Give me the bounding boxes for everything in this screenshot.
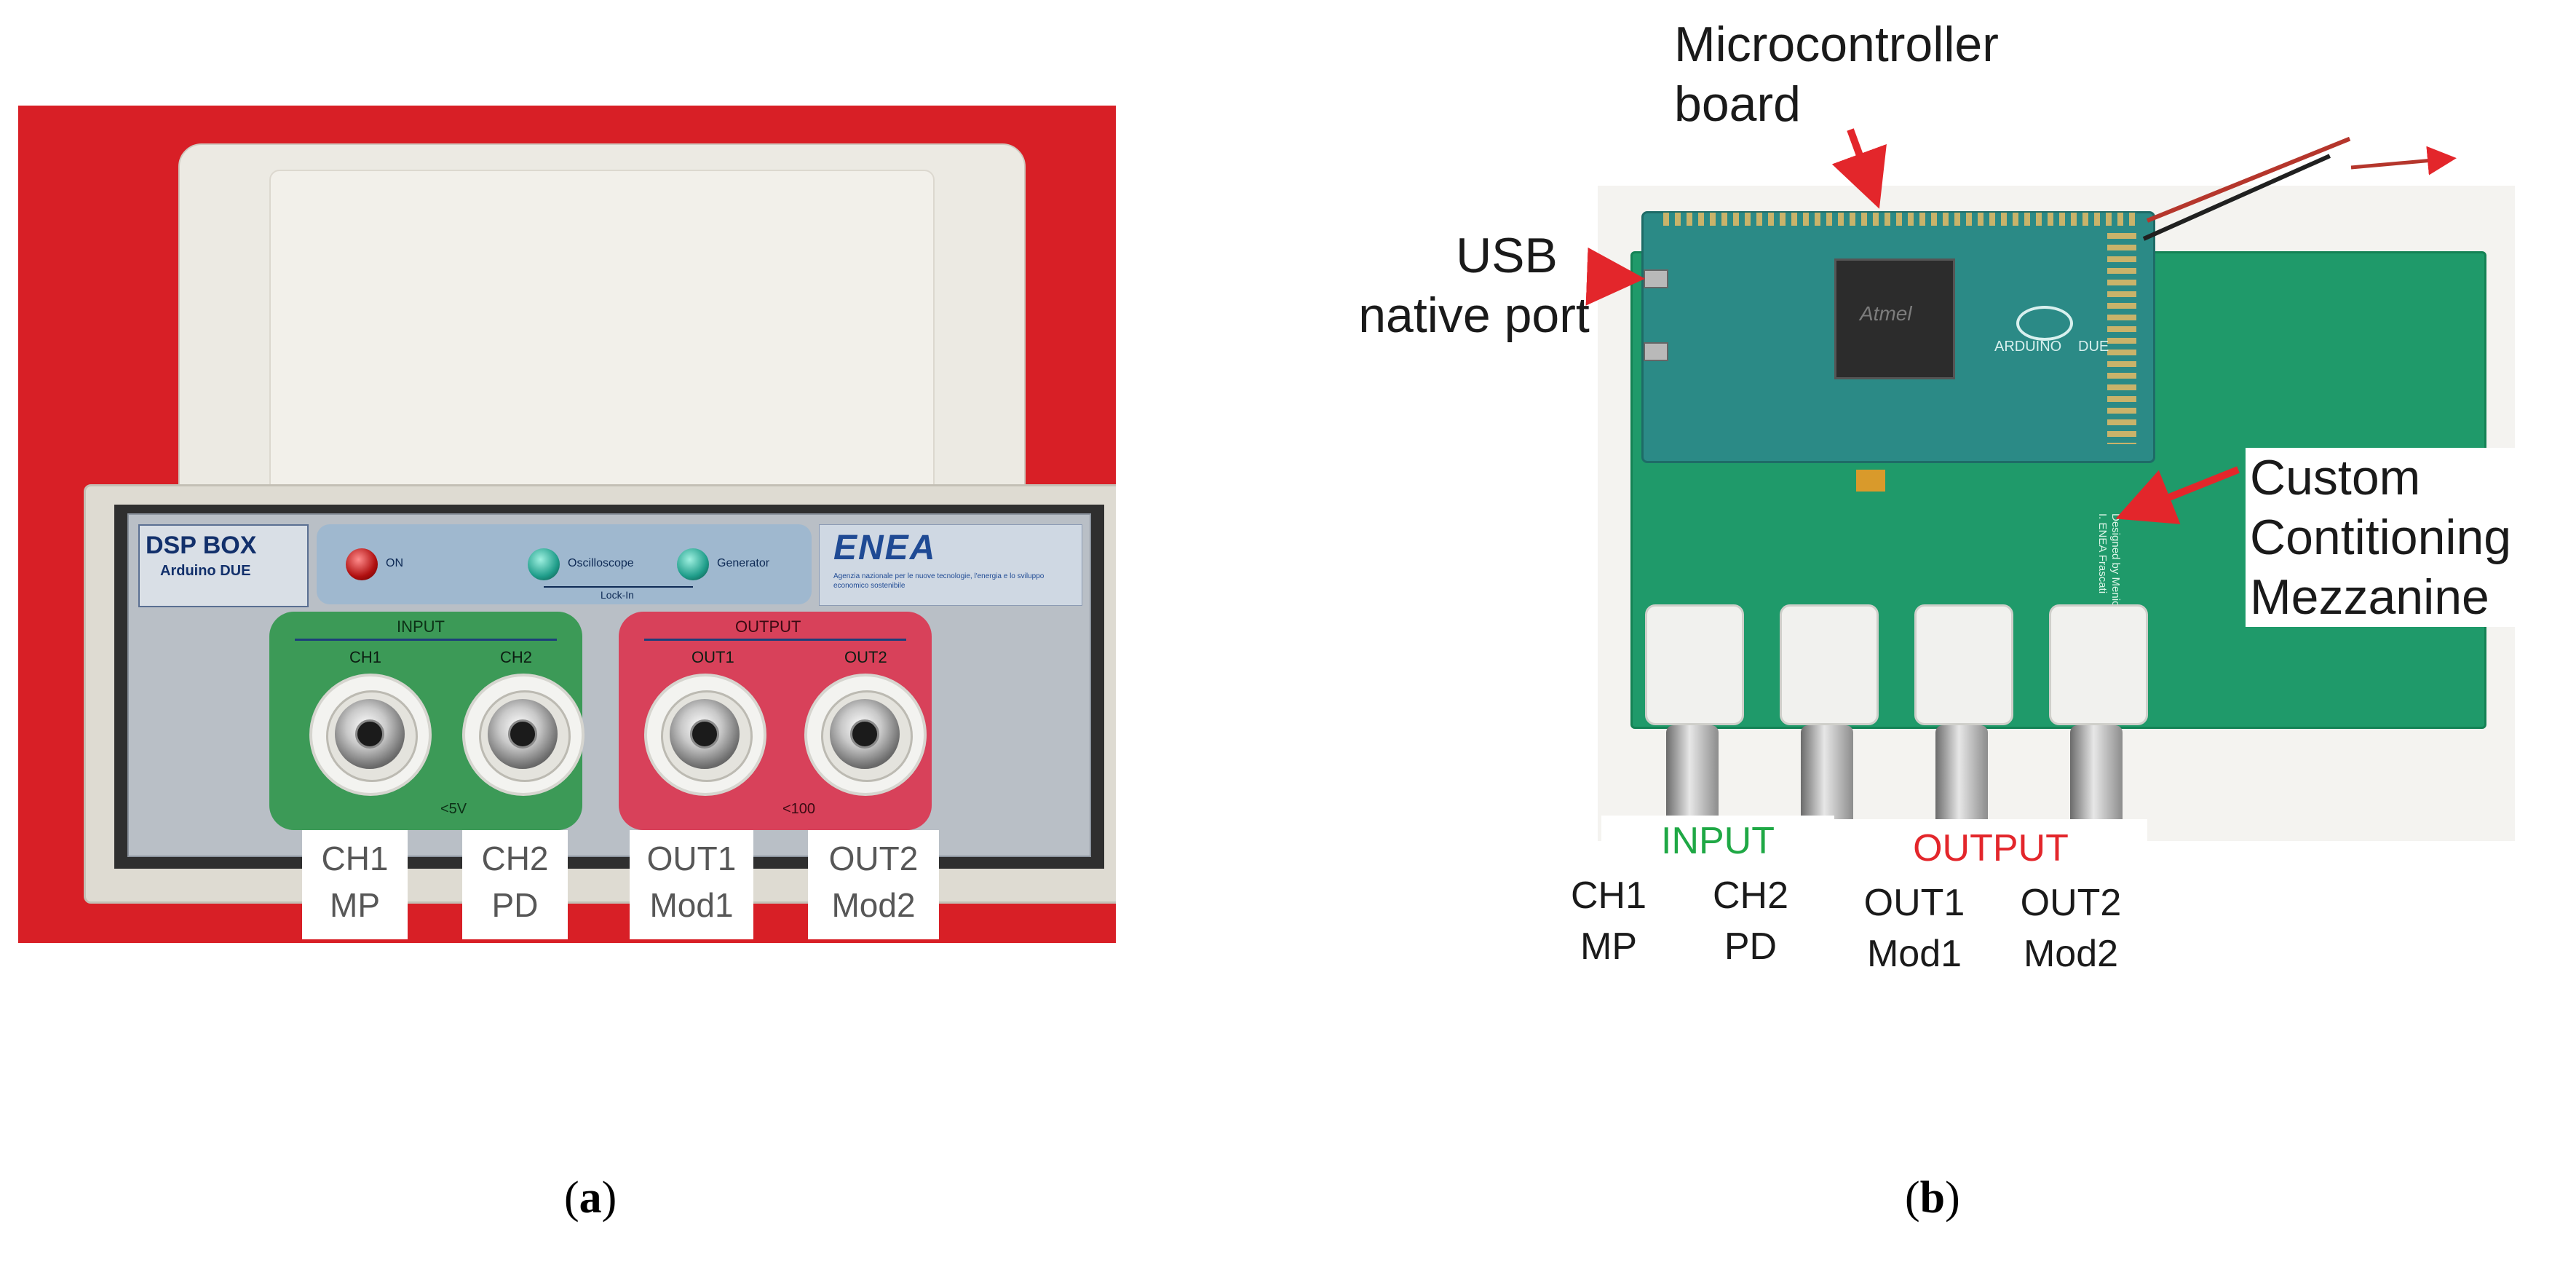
label-card-out2: OUT2 Mod2 <box>808 830 939 939</box>
callout-microcontroller-line1: Microcontroller <box>1674 17 1999 72</box>
enea-logo-text: Agenzia nazionale per le nuove tecnologi… <box>833 572 1045 590</box>
arrow-microcontroller-icon <box>1831 128 1887 209</box>
caption-a-letter: a <box>579 1173 602 1223</box>
label-b-out1: OUT1 Mod1 <box>1845 877 1983 979</box>
callout-mezzanine: Custom Contitioning Mezzanine <box>2246 448 2516 627</box>
output-voltage-note: <100 <box>782 801 816 817</box>
label-ch1-mp: MP <box>330 886 380 924</box>
enea-logo: ENEA <box>833 529 937 567</box>
cable-arrow-icon <box>2350 146 2457 175</box>
led-on-icon <box>346 548 378 580</box>
label-out1-mod1: Mod1 <box>649 886 734 924</box>
input-ch2-label: CH2 <box>500 648 533 666</box>
usb-port-2-icon <box>1644 342 1668 361</box>
label-ch1: CH1 <box>321 840 389 877</box>
output-panel-title: OUTPUT <box>735 617 801 636</box>
output-out1-label: OUT1 <box>691 648 734 666</box>
label-b-out2: OUT2 Mod2 <box>1998 877 2144 979</box>
bnc-pin-out2 <box>850 719 879 749</box>
arrow-usb-icon <box>1585 247 1645 306</box>
enea-logo-box <box>819 524 1082 606</box>
label-out2-mod2: Mod2 <box>831 886 916 924</box>
label-b-ch1: CH1 MP <box>1550 870 1667 972</box>
led-generator-label: Generator <box>717 557 770 569</box>
label-card-ch1: CH1 MP <box>302 830 408 939</box>
label-b-ch1-line1: CH1 <box>1570 875 1647 917</box>
header-pins-top <box>1663 213 2136 226</box>
input-voltage-note: <5V <box>440 801 467 817</box>
caption-a-open: ( <box>564 1173 579 1223</box>
arrow-mezzanine-icon <box>2115 466 2240 524</box>
capacitor-icon <box>1856 470 1885 492</box>
label-b-out2-line2: Mod2 <box>2023 933 2119 975</box>
bnc-pin-out1 <box>690 719 719 749</box>
lockin-label: Lock-In <box>601 589 634 601</box>
caption-b-letter: b <box>1919 1173 1946 1223</box>
callout-usb-line2: native port <box>1358 288 1590 343</box>
label-b-out1-line2: Mod1 <box>1866 933 1962 975</box>
device-title: DSP BOX <box>146 532 257 559</box>
input-title-card <box>1601 816 1834 867</box>
label-card-ch2: CH2 PD <box>462 830 568 939</box>
caption-b: (b) <box>1905 1172 1960 1224</box>
callout-mezzanine-line3: Mezzanine <box>2250 569 2489 625</box>
label-b-ch2-line2: PD <box>1724 925 1778 968</box>
led-generator-icon <box>677 548 709 580</box>
usb-port-icon <box>1644 269 1668 288</box>
bnc-pin-ch2 <box>508 719 537 749</box>
caption-a-close: ) <box>601 1173 617 1223</box>
callout-mezzanine-line2: Contitioning <box>2250 510 2512 565</box>
label-b-ch2: CH2 PD <box>1692 870 1809 972</box>
label-out1: OUT1 <box>646 840 737 877</box>
input-title-b: INPUT <box>1661 820 1775 862</box>
photo-dsp-box: DSP BOX Arduino DUE ON Oscilloscope Gene… <box>18 106 1116 943</box>
label-out2: OUT2 <box>828 840 919 877</box>
label-b-ch2-line1: CH2 <box>1712 875 1789 917</box>
arduino-logo-icon <box>2016 306 2073 341</box>
led-oscilloscope-icon <box>528 548 560 580</box>
output-title-b: OUTPUT <box>1913 827 2069 869</box>
label-ch2-pd: PD <box>491 886 539 924</box>
callout-usb: USB native port <box>1358 226 1605 345</box>
caption-a: (a) <box>564 1172 617 1224</box>
header-pins-side <box>2107 233 2136 444</box>
chip-brand: Atmel <box>1860 302 1912 325</box>
label-ch2: CH2 <box>481 840 549 877</box>
led-oscilloscope-label: Oscilloscope <box>568 557 634 569</box>
label-b-out2-line1: OUT2 <box>2020 882 2122 924</box>
label-b-ch1-line2: MP <box>1580 925 1637 968</box>
board-model: DUE <box>2078 339 2109 355</box>
caption-b-close: ) <box>1945 1173 1960 1223</box>
input-ch1-label: CH1 <box>349 648 382 666</box>
callout-microcontroller-line2: board <box>1674 76 1801 132</box>
device-title-box <box>138 524 309 607</box>
label-card-out1: OUT1 Mod1 <box>630 830 753 939</box>
callout-microcontroller: Microcontroller board <box>1674 15 1999 134</box>
led-strip <box>317 524 812 604</box>
bnc-connector-b-out2 <box>2049 604 2148 834</box>
output-title-card <box>1834 819 2147 870</box>
led-on-label: ON <box>386 557 403 569</box>
callout-usb-line1: USB <box>1456 228 1558 283</box>
bnc-connector-b-out1 <box>1914 604 2013 834</box>
microcontroller-chip <box>1834 258 1955 379</box>
input-panel-line <box>295 639 557 641</box>
output-out2-label: OUT2 <box>844 648 887 666</box>
caption-b-open: ( <box>1905 1173 1920 1223</box>
lockin-line <box>544 586 693 588</box>
bnc-pin-ch1 <box>355 719 384 749</box>
callout-mezzanine-line1: Custom <box>2250 450 2421 505</box>
input-panel-title: INPUT <box>397 617 445 636</box>
board-name: ARDUINO <box>1994 339 2062 355</box>
output-panel-line <box>644 639 906 641</box>
device-subtitle: Arduino DUE <box>160 563 251 579</box>
label-b-out1-line1: OUT1 <box>1863 882 1965 924</box>
